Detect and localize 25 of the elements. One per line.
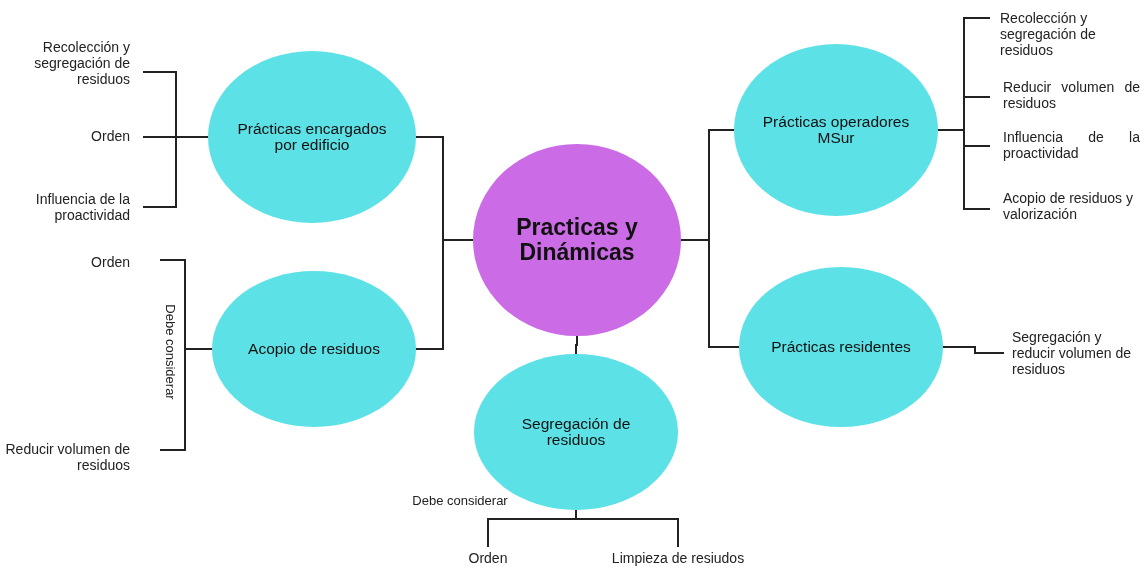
- connector-line: [415, 239, 474, 350]
- connector-line: [159, 348, 213, 451]
- connector-line: [142, 136, 209, 208]
- topic-text: Practicas y Dinámicas: [515, 215, 639, 265]
- leaf-text: Segregación y reducir volumen de residuos: [1012, 329, 1133, 377]
- leaf-text: Limpieza de resiudos: [611, 550, 745, 566]
- topic-text: Segregación de residuos: [520, 416, 632, 448]
- connector-line: [942, 346, 1005, 354]
- leaf-text: Reducir volumen de residuos: [1003, 79, 1140, 111]
- leaf-text: Reducir volumen de residuos: [4, 441, 130, 473]
- leaf-text: Orden: [468, 550, 508, 566]
- topic-text: Acopio de residuos: [247, 341, 381, 357]
- leaf-text: Acopio de residuos y valorización: [1003, 190, 1134, 222]
- topic-text: Prácticas residentes: [770, 339, 912, 355]
- leaf-text: Influencia de la proactividad: [1003, 129, 1140, 161]
- leaf-text: Orden: [91, 254, 130, 270]
- leaf-text: Recolección y segregación de residuos: [33, 39, 130, 87]
- leaf-text: Orden: [91, 128, 130, 144]
- connector-line: [575, 335, 578, 355]
- connector-line: [680, 239, 740, 348]
- topic-text: Prácticas operadores MSur: [761, 114, 911, 146]
- leaf-text: Influencia de la proactividad: [34, 191, 130, 223]
- leaf-text: Recolección y segregación de residuos: [1000, 10, 1097, 58]
- topic-text: Prácticas encargados por edificio: [236, 121, 388, 153]
- connector-line: [575, 509, 679, 548]
